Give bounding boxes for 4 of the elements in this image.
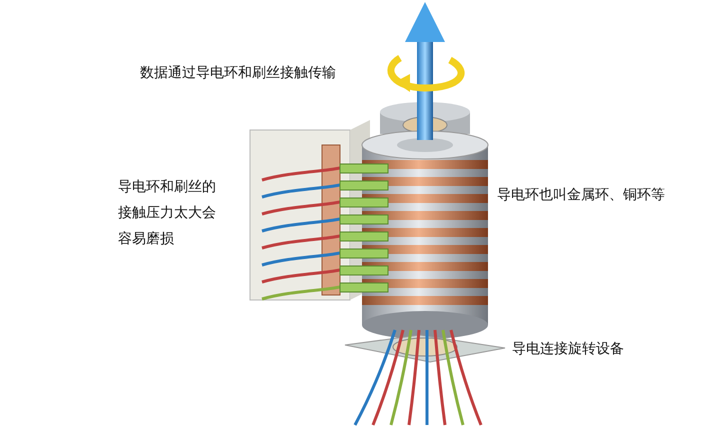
annotation-text: 导电环和刷丝的接触压力太大会容易磨损 (118, 178, 217, 249)
annotation-text: 导电连接旋转设备 (512, 340, 624, 359)
annotation-text: 导电环也叫金属环、铜环等 (497, 186, 665, 205)
annotation-text: 数据通过导电环和刷丝接触传输 (140, 64, 336, 83)
